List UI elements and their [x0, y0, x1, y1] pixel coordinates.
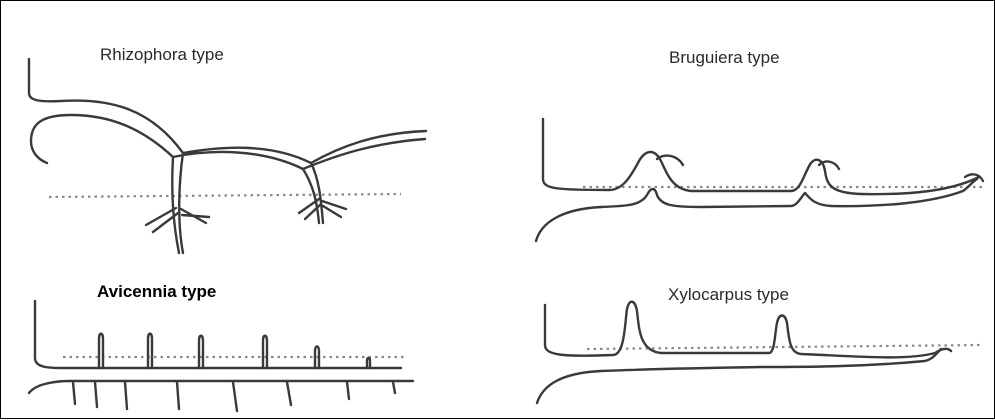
avicennia-pneumatophores: [99, 334, 370, 368]
rhizophora-arch-root-left: [172, 153, 183, 253]
rhizophora-arch-root-right: [303, 131, 426, 169]
avicennia-lower-cable-root: [29, 381, 413, 393]
rhizophora-rootlets-left: [146, 208, 209, 232]
bruguiera-trunk-and-upper-root: [543, 119, 979, 194]
rhizophora-trunk: [29, 59, 183, 153]
bruguiera-diagram: [536, 119, 983, 241]
bruguiera-lower-root: [536, 179, 977, 241]
rhizophora-tide-line: [49, 194, 401, 197]
xylocarpus-trunk-and-upper-root: [545, 302, 951, 358]
rhizophora-diagram: [29, 59, 426, 253]
avicennia-anchor-roots: [73, 382, 395, 411]
xylocarpus-diagram: [537, 302, 983, 403]
avicennia-diagram: [29, 301, 413, 411]
bruguiera-knee-tip-2: [819, 162, 839, 169]
